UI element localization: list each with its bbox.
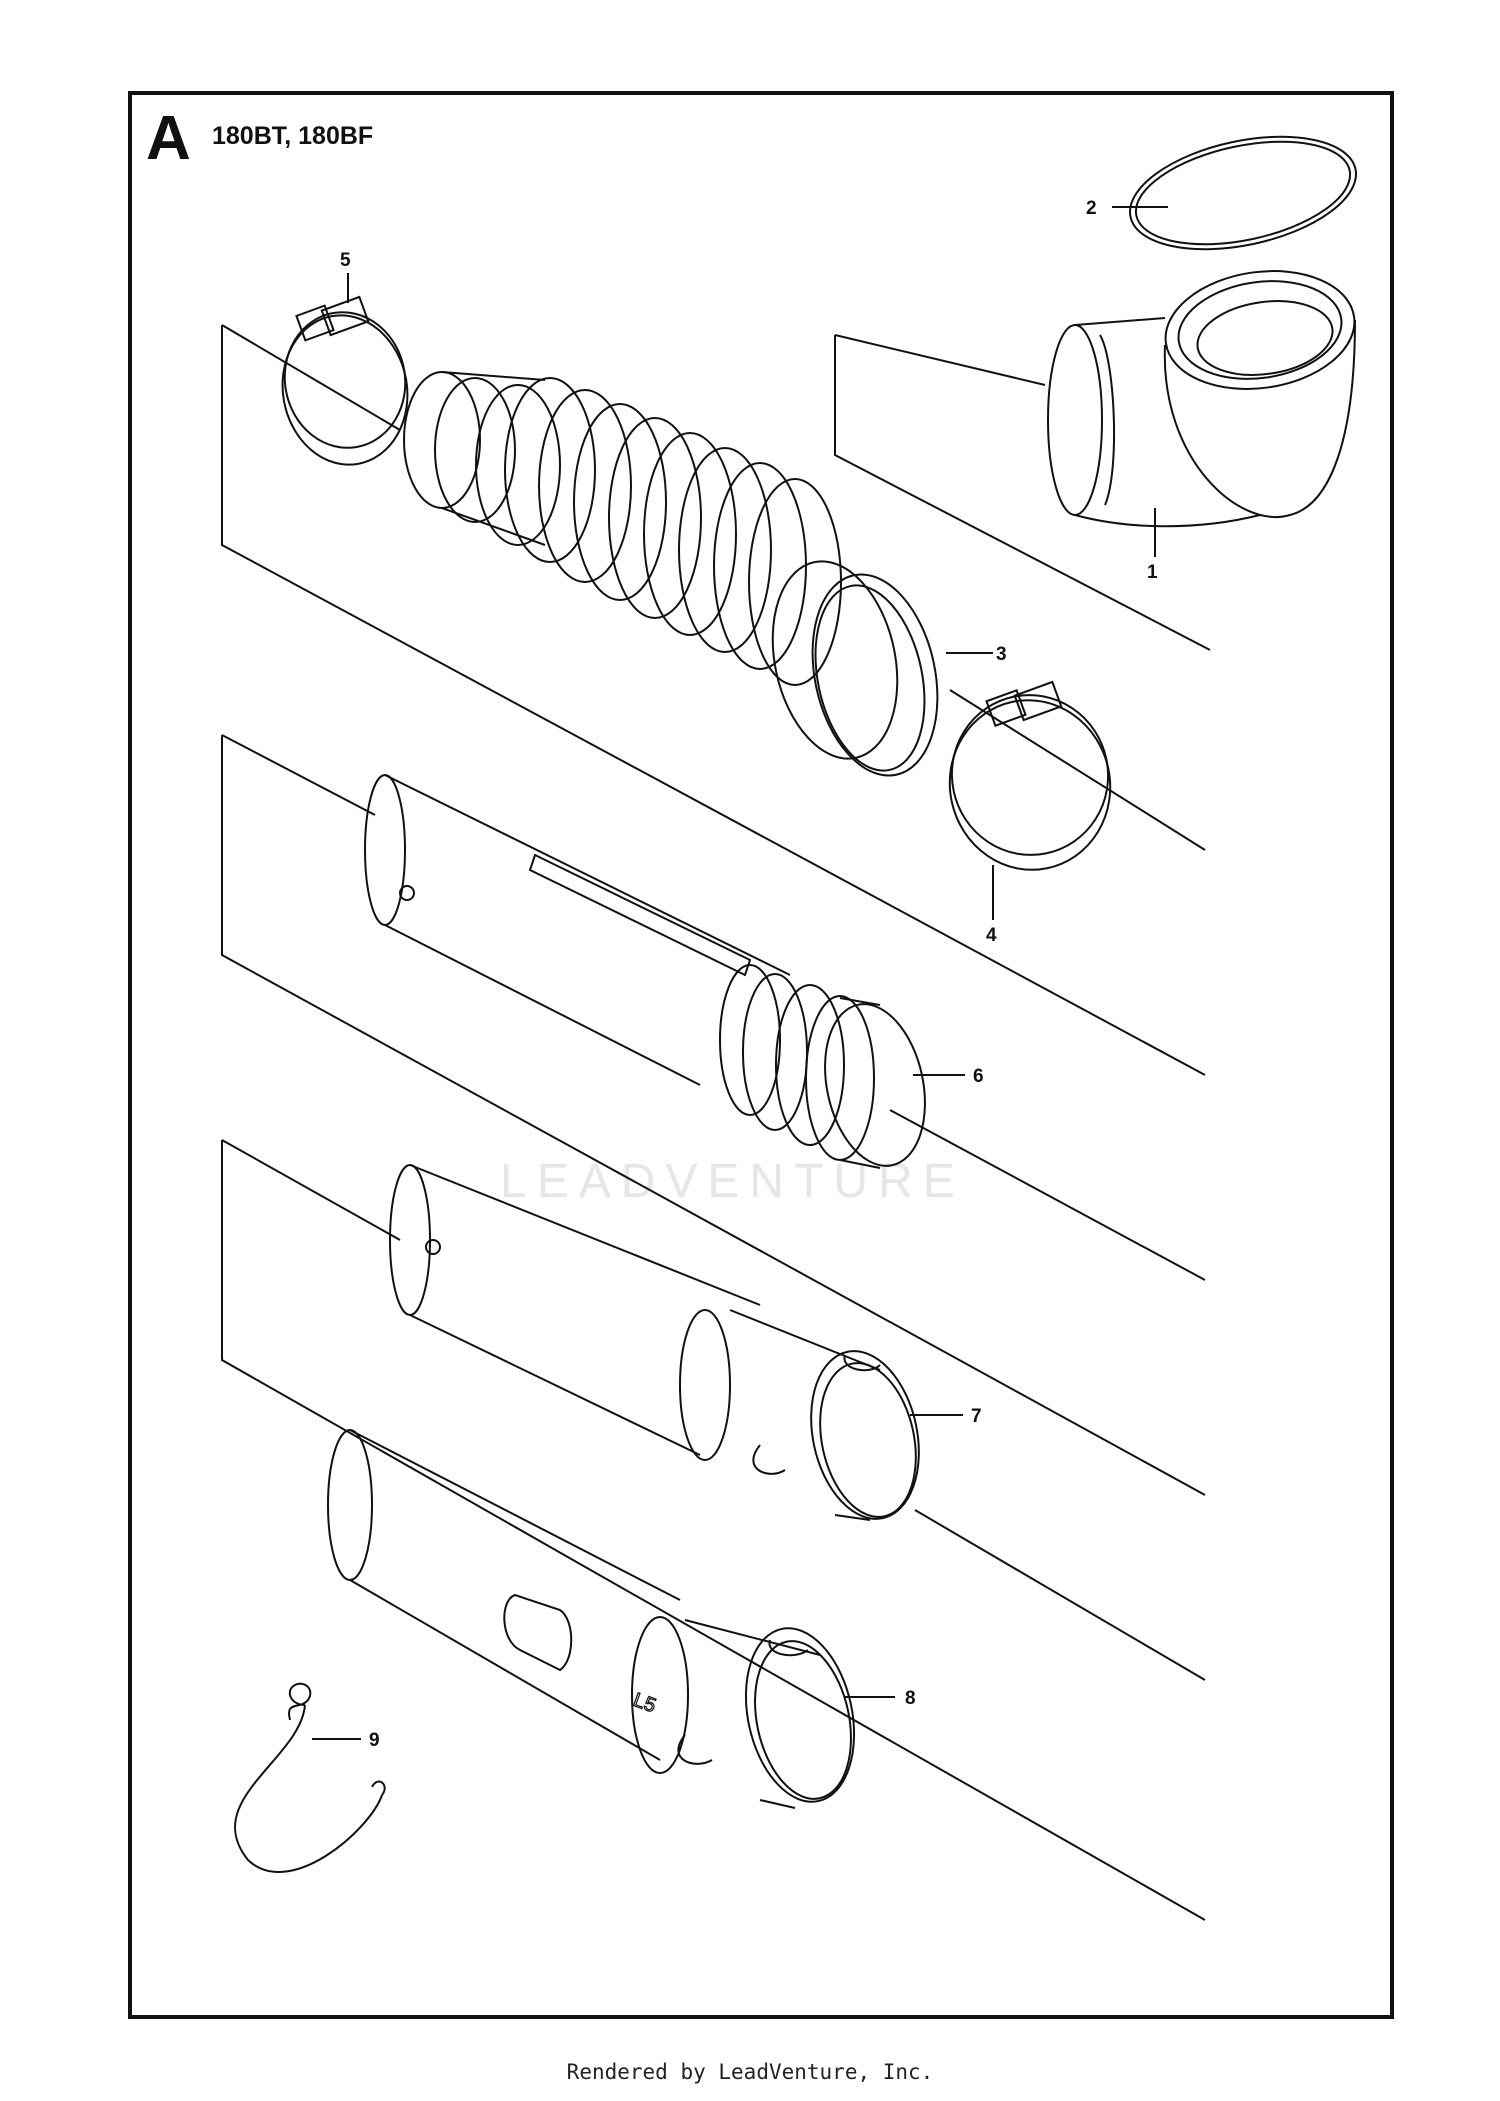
hose-clamp-5-part xyxy=(281,295,409,466)
bellows-hose-part xyxy=(403,371,939,777)
cylinder-mark: L5 xyxy=(630,1689,658,1717)
footer-credit: Rendered by LeadVenture, Inc. xyxy=(566,2060,934,2084)
panel-elbow-group xyxy=(834,334,1211,651)
elbow-part xyxy=(1047,270,1356,528)
bellows-corrugations xyxy=(504,377,842,686)
wire-clip-part xyxy=(234,1682,386,1873)
tube-8-part: L5 xyxy=(327,1429,856,1809)
callout-7: 7 xyxy=(971,1406,982,1427)
diagram-frame xyxy=(128,91,1394,2019)
callout-8: 8 xyxy=(905,1688,916,1709)
callout-9: 9 xyxy=(369,1730,380,1751)
watermark: LEADVENTURE xyxy=(500,1155,965,1208)
section-letter: A xyxy=(146,104,191,173)
callout-4: 4 xyxy=(986,925,997,946)
callout-1: 1 xyxy=(1147,562,1158,583)
tube-7-part xyxy=(389,1164,920,1521)
tube-6-part xyxy=(364,774,926,1169)
leader-lines xyxy=(312,206,1168,1740)
model-title: 180BT, 180BF xyxy=(212,122,374,150)
callout-2: 2 xyxy=(1086,198,1097,219)
callout-labels: 1 2 3 4 5 6 7 8 9 xyxy=(340,198,1158,1751)
o-ring-part xyxy=(1128,135,1358,251)
panel-tube-7-group xyxy=(221,1139,1206,1921)
hose-clamp-4-part xyxy=(948,680,1112,871)
panel-tube-6-group xyxy=(221,734,1206,1496)
callout-3: 3 xyxy=(996,644,1007,665)
callout-5: 5 xyxy=(340,250,351,271)
callout-6: 6 xyxy=(973,1066,984,1087)
